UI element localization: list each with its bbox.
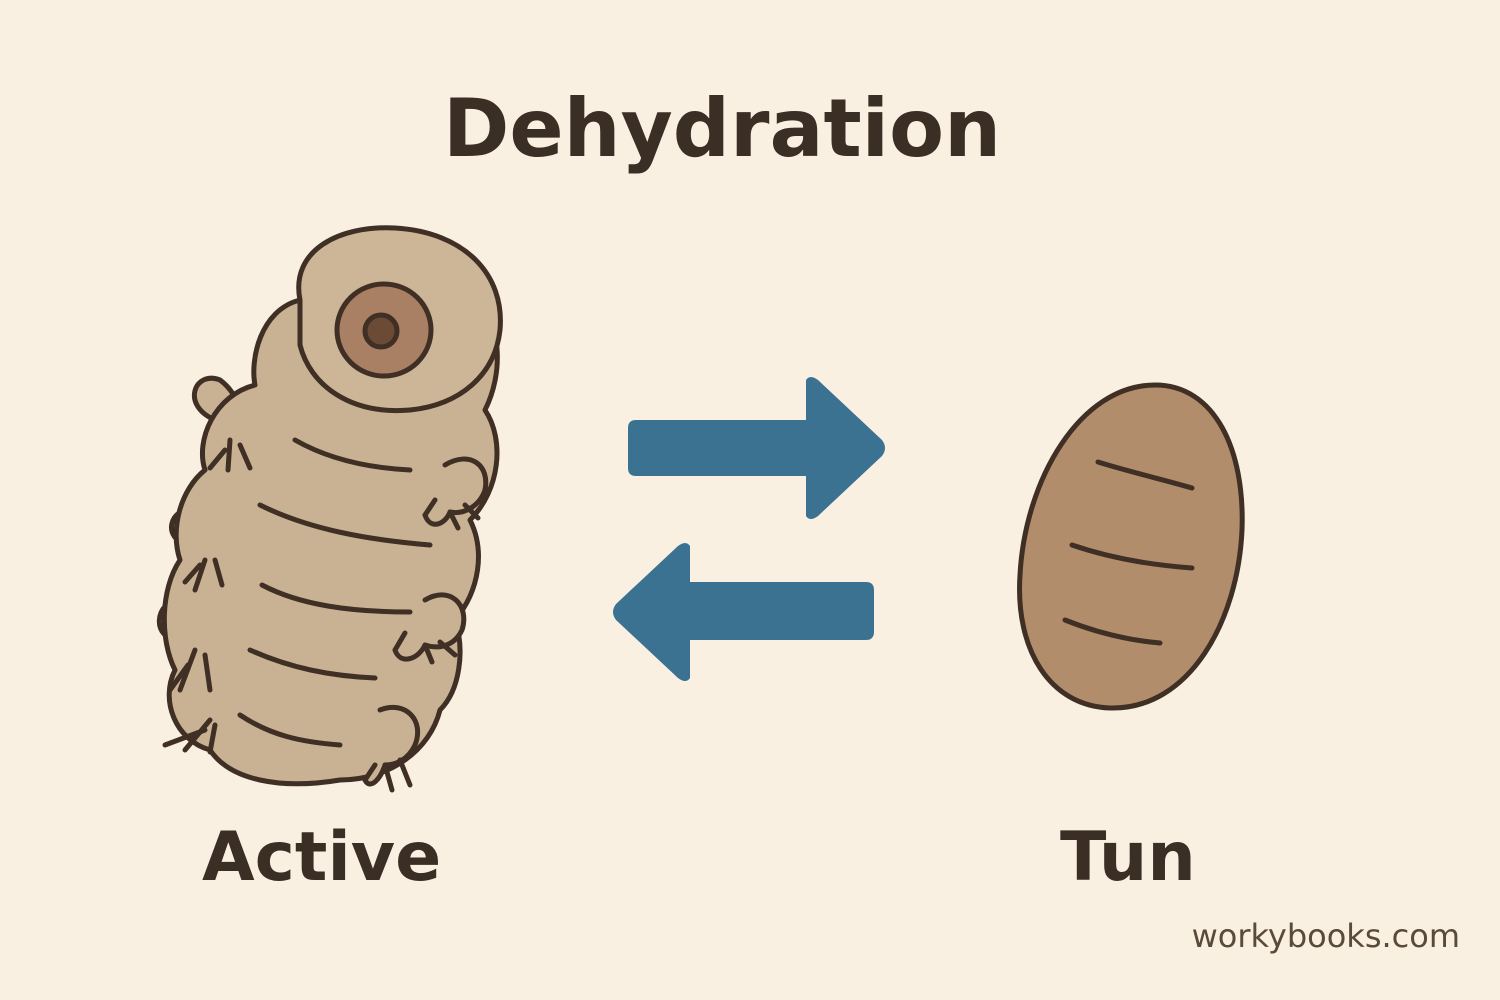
watermark: workybooks.com <box>1191 917 1460 955</box>
arrow-left-icon <box>613 543 874 681</box>
tun-state-label: Tun <box>1060 818 1196 897</box>
arrow-right-icon <box>628 377 885 519</box>
diagram-title: Dehydration <box>442 82 1002 175</box>
tun-icon <box>1017 382 1245 711</box>
active-state-label: Active <box>202 818 442 897</box>
tardigrade-icon <box>156 225 503 793</box>
